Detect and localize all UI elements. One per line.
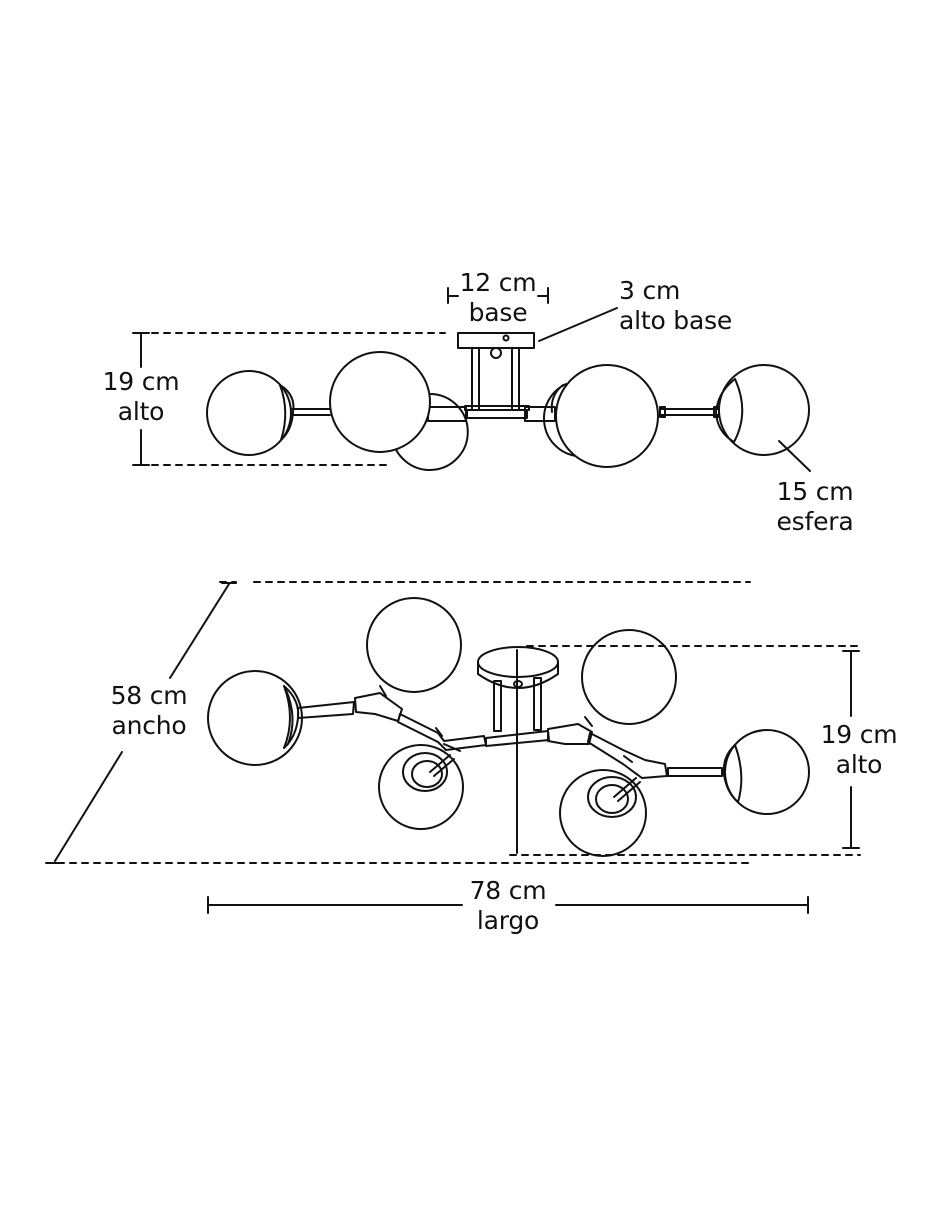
base-width-dimension-line [448, 288, 548, 303]
perspective-width-dimension-line [47, 583, 236, 863]
perspective-height-label: 19 cm alto [808, 720, 910, 780]
side-height-label: 19 cm alto [90, 367, 192, 427]
perspective-length-label: 78 cm largo [458, 876, 558, 936]
base-width-label: 12 cm base [448, 268, 548, 328]
side-canopy [458, 333, 534, 418]
sphere-diameter-value: 15 cm [776, 477, 854, 506]
side-view-drawing [133, 288, 810, 471]
base-height-label: 3 cm alto base [619, 276, 732, 336]
perspective-height-dimension-line [843, 651, 859, 848]
perspective-height-value: 19 cm [820, 720, 898, 749]
perspective-height-caption: alto [835, 750, 883, 779]
perspective-length-value: 78 cm [469, 876, 547, 905]
sphere-diameter-caption: esfera [776, 507, 854, 536]
perspective-spheres [208, 598, 809, 856]
perspective-length-caption: largo [476, 906, 540, 935]
perspective-length-dimension-line [208, 897, 808, 913]
sphere-diameter-label: 15 cm esfera [760, 477, 870, 537]
perspective-canopy [478, 647, 558, 731]
perspective-width-caption: ancho [111, 711, 187, 740]
side-height-value: 19 cm [102, 367, 180, 396]
base-height-leader-line [539, 308, 617, 341]
base-height-caption: alto base [619, 306, 733, 335]
perspective-width-label: 58 cm ancho [94, 681, 204, 741]
side-spheres [207, 352, 809, 470]
perspective-width-value: 58 cm [110, 681, 188, 710]
perspective-view-drawing [46, 582, 860, 913]
base-width-value: 12 cm [459, 268, 537, 297]
side-height-dimension-line [133, 333, 445, 465]
base-width-caption: base [468, 298, 528, 327]
side-height-caption: alto [117, 397, 165, 426]
base-height-value: 3 cm [619, 276, 681, 305]
perspective-arms [298, 686, 722, 778]
sphere-leader-line [779, 441, 810, 471]
